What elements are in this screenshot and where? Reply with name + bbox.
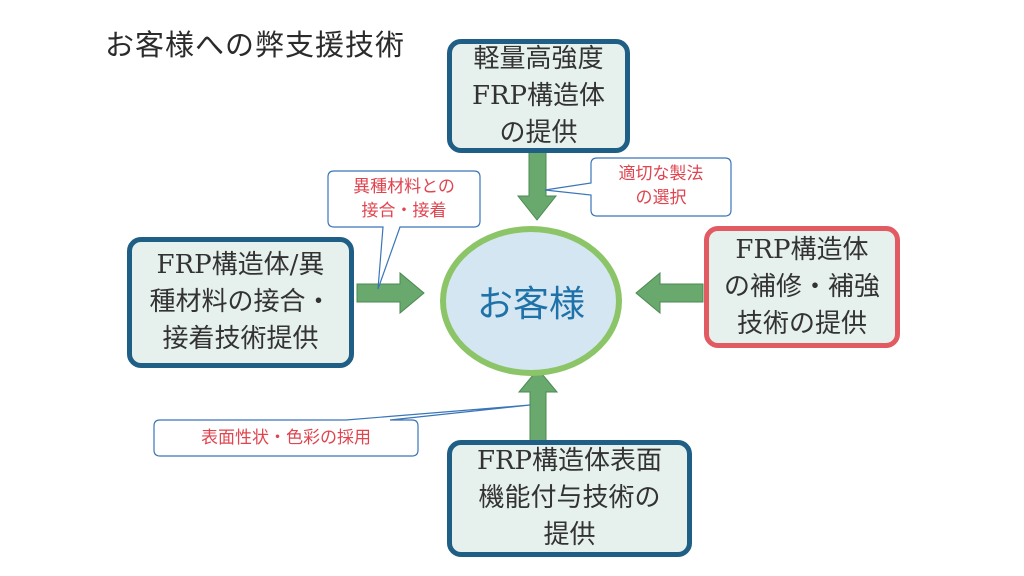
customer-ellipse: お客様 (440, 226, 622, 376)
arrow-left-right (356, 271, 425, 315)
callout-shape-bottom-left (153, 404, 531, 457)
callout-shape-top-right (544, 157, 732, 217)
arrow-bottom-up (517, 368, 559, 442)
box-surface-function: FRP構造体表面 機能付与技術の 提供 (447, 440, 692, 557)
box-surface-function-text: FRP構造体表面 機能付与技術の 提供 (476, 446, 663, 550)
box-repair-reinforcement-text: FRP構造体 の補修・補強 技術の提供 (723, 234, 880, 339)
box-lightweight-frp: 軽量高強度 FRP構造体 の提供 (447, 39, 630, 153)
box-joining-bonding: FRP構造体/異 種材料の接合・ 接着技術提供 (127, 237, 354, 368)
arrow-right-left (635, 271, 704, 315)
arrow-top-down (516, 151, 558, 221)
box-lightweight-frp-text: 軽量高強度 FRP構造体 の提供 (471, 43, 606, 148)
box-repair-reinforcement: FRP構造体 の補修・補強 技術の提供 (704, 226, 900, 348)
callout-shape-top-left (327, 170, 481, 290)
callout-top-left-text: 異種材料との 接合・接着 (353, 177, 455, 221)
callout-bottom-left-text: 表面性状・色彩の採用 (201, 428, 371, 448)
callout-top-right-text: 適切な製法 の選択 (618, 164, 704, 208)
box-joining-bonding-text: FRP構造体/異 種材料の接合・ 接着技術提供 (149, 250, 332, 354)
slide-title: お客様への弊支援技術 (105, 28, 406, 62)
customer-label: お客様 (476, 284, 585, 325)
